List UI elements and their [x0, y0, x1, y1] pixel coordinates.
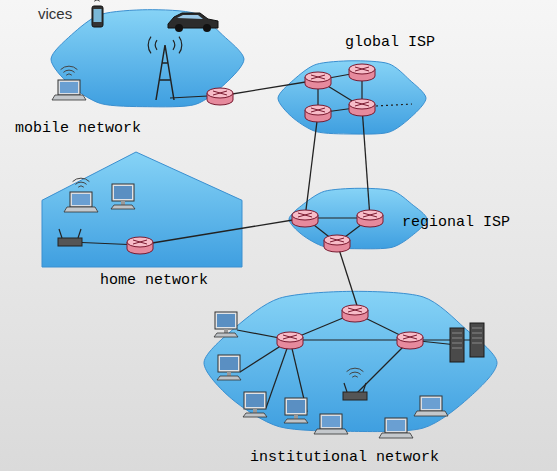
- network-link: [362, 107, 370, 218]
- cloud-outline: [51, 10, 244, 107]
- desktop-icon: [243, 392, 267, 417]
- network-label: regional ISP: [402, 214, 510, 232]
- router-icon: [305, 72, 331, 89]
- server-icon: [470, 323, 484, 357]
- desktop-icon: [214, 312, 238, 337]
- desktop-icon: [284, 398, 308, 423]
- network-link: [337, 243, 360, 315]
- wireless-signal: [73, 178, 90, 187]
- desktop-icon: [111, 184, 135, 209]
- laptop-icon: [414, 396, 448, 416]
- router-icon: [207, 88, 233, 105]
- cloud-outline: [278, 61, 426, 134]
- laptop-icon: [64, 192, 98, 212]
- router-icon: [342, 305, 368, 322]
- house-outline: [42, 152, 242, 267]
- network-label: mobile network: [15, 120, 141, 138]
- network-link: [140, 218, 305, 245]
- internal-links: [70, 72, 477, 412]
- router-icon: [397, 332, 423, 349]
- phone-icon: [92, 6, 103, 27]
- router-icon: [324, 235, 350, 252]
- wireless-signal: [347, 368, 364, 377]
- laptop-icon: [379, 418, 413, 438]
- network-link: [220, 80, 318, 96]
- car-icon: [168, 13, 218, 32]
- router-icon: [349, 64, 375, 81]
- router-icon: [357, 210, 383, 227]
- router-icon: [349, 99, 375, 116]
- wireless-signal: [61, 66, 78, 75]
- network-label: home network: [100, 272, 208, 290]
- laptop-icon: [314, 414, 348, 434]
- desktop-icon: [217, 355, 241, 380]
- router-icon: [277, 332, 303, 349]
- network-label: global ISP: [345, 34, 435, 52]
- router-icon: [305, 105, 331, 122]
- cloud-outline: [204, 291, 497, 431]
- network-label: institutional network: [250, 449, 439, 467]
- laptop-icon: [52, 80, 86, 100]
- router-icon: [292, 210, 318, 227]
- wireless-signal: [89, 0, 106, 1]
- server-icon: [450, 328, 464, 362]
- network-link: [305, 113, 318, 218]
- cell-tower-icon: [148, 37, 182, 100]
- wireless-router-icon: [58, 229, 82, 246]
- wireless-router-icon: [343, 383, 367, 400]
- router-icon: [127, 237, 153, 254]
- caption-fragment: vices: [38, 5, 72, 22]
